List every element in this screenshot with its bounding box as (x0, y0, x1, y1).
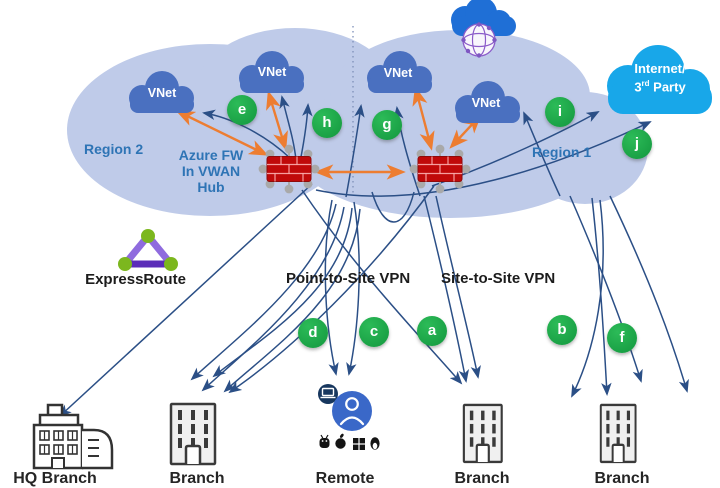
region1-label: Region 1 (532, 144, 592, 160)
badge-g: g (372, 110, 402, 140)
expressroute-icon (118, 229, 178, 271)
badge-d: d (298, 318, 328, 348)
azure-firewall-icon (257, 143, 321, 195)
virtual-wan-cloud-icon (451, 0, 516, 58)
laptop-icon (320, 387, 336, 399)
hq-building-icon (32, 403, 114, 470)
branch-building-icon (169, 402, 217, 466)
branch-building-icon (462, 403, 503, 464)
vnet-label: VNet (471, 96, 501, 110)
connection-arrows (58, 95, 689, 418)
badge-c: c (359, 317, 389, 347)
internet-label: Internet/ 3rd Party (634, 61, 686, 95)
endpoint-label-remote-users: Remote Users (315, 470, 375, 487)
linux-icon (370, 437, 380, 450)
branch-building-icon (599, 403, 637, 464)
point-to-site-vpn-label: Point-to-Site VPN (286, 270, 411, 287)
badge-i: i (545, 97, 575, 127)
region2-label: Region 2 (84, 141, 144, 157)
vnet-label: VNet (257, 65, 287, 79)
apple-icon (335, 433, 346, 449)
remote-user-icon (318, 384, 380, 450)
endpoint-label-branch-2: Branch (454, 470, 510, 487)
expressroute-label: ExpressRoute (85, 271, 186, 288)
badge-j: j (622, 129, 652, 159)
internet-cloud-icon (607, 45, 712, 114)
badge-e: e (227, 95, 257, 125)
badge-f: f (607, 323, 637, 353)
globe-icon (461, 22, 497, 58)
badge-a: a (417, 316, 447, 346)
android-icon (319, 434, 330, 448)
endpoint-label-hq-branch: HQ Branch (13, 470, 97, 487)
badge-b: b (547, 315, 577, 345)
azure-fw-hub-label: Azure FW In VWAN Hub (178, 147, 244, 195)
windows-icon (353, 438, 365, 450)
site-to-site-vpn-label: Site-to-Site VPN (441, 270, 556, 287)
endpoint-label-branch-3: Branch (594, 470, 650, 487)
badge-h: h (312, 108, 342, 138)
vnet-label: VNet (383, 66, 413, 80)
endpoint-label-branch-1: Branch (169, 470, 225, 487)
vnet-label: VNet (147, 86, 177, 100)
azure-firewall-icon (408, 143, 472, 195)
